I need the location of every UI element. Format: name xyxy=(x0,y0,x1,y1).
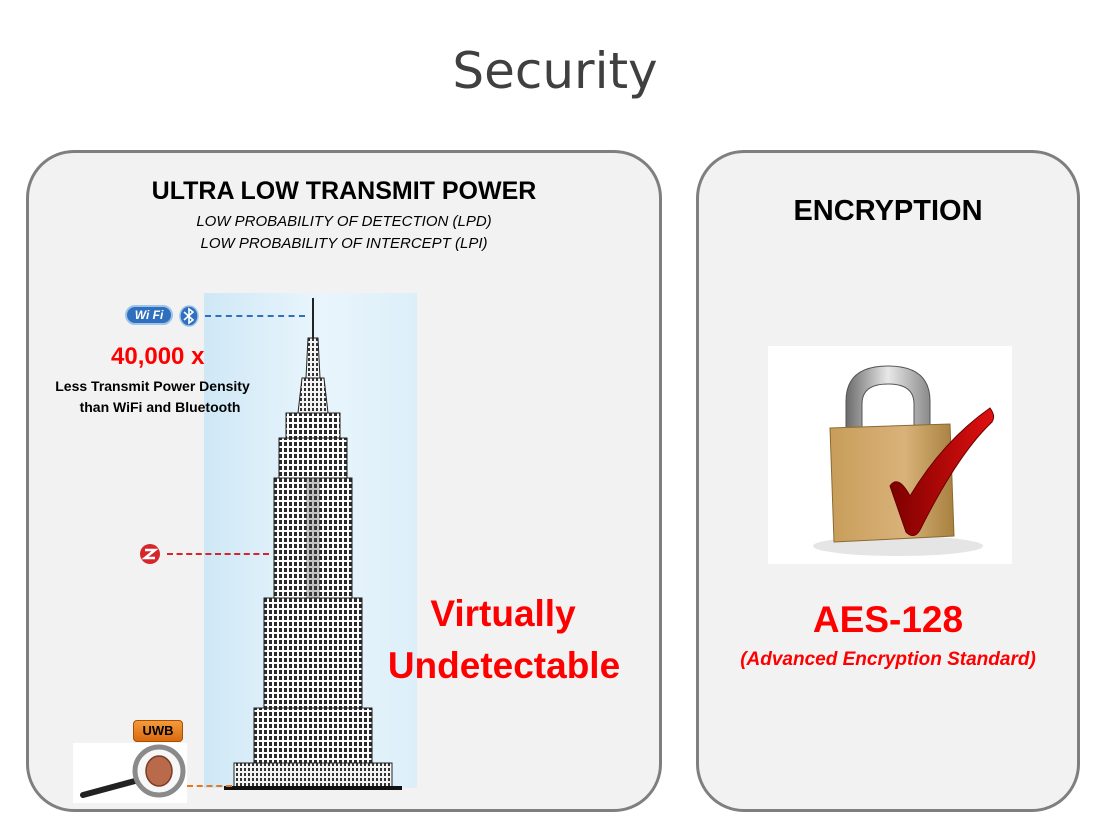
panel-heading: ULTRA LOW TRANSMIT POWER xyxy=(151,177,537,205)
uwb-level-line xyxy=(187,785,232,787)
encryption-heading: ENCRYPTION xyxy=(793,195,983,227)
uwb-badge-label: UWB xyxy=(142,723,174,738)
tagline-line2: Undetectable xyxy=(387,645,621,686)
wifi-level-line xyxy=(205,315,305,317)
slide-title: Security xyxy=(452,42,658,100)
factor-caption-line1: Less Transmit Power Density xyxy=(55,378,250,394)
power-factor: 40,000 x xyxy=(111,343,205,370)
coin-icon xyxy=(145,755,173,787)
right-panel: ENCRYPTION AES-128 (Advanced Encryption … xyxy=(696,150,1080,812)
factor-caption-line2: than WiFi and Bluetooth xyxy=(79,399,241,415)
padlock-checkmark-icon xyxy=(768,346,1012,564)
aes-caption: (Advanced Encryption Standard) xyxy=(740,649,1036,670)
subheading-lpi: LOW PROBABILITY OF INTERCEPT (LPI) xyxy=(200,235,488,252)
wifi-icon: Wi Fi xyxy=(125,305,173,325)
skyscraper-illustration xyxy=(224,298,402,790)
left-panel: ULTRA LOW TRANSMIT POWER LOW PROBABILITY… xyxy=(26,150,662,812)
subheading-lpd: LOW PROBABILITY OF DETECTION (LPD) xyxy=(196,213,492,230)
uwb-badge: UWB xyxy=(133,720,183,742)
wifi-badge-label: Wi Fi xyxy=(134,308,164,322)
zigbee-icon xyxy=(140,544,160,564)
magnifier-icon xyxy=(73,743,187,803)
tagline-line1: Virtually xyxy=(430,593,576,634)
aes-standard: AES-128 xyxy=(812,599,964,640)
zigbee-level-line xyxy=(167,553,269,555)
bluetooth-icon xyxy=(179,305,199,327)
